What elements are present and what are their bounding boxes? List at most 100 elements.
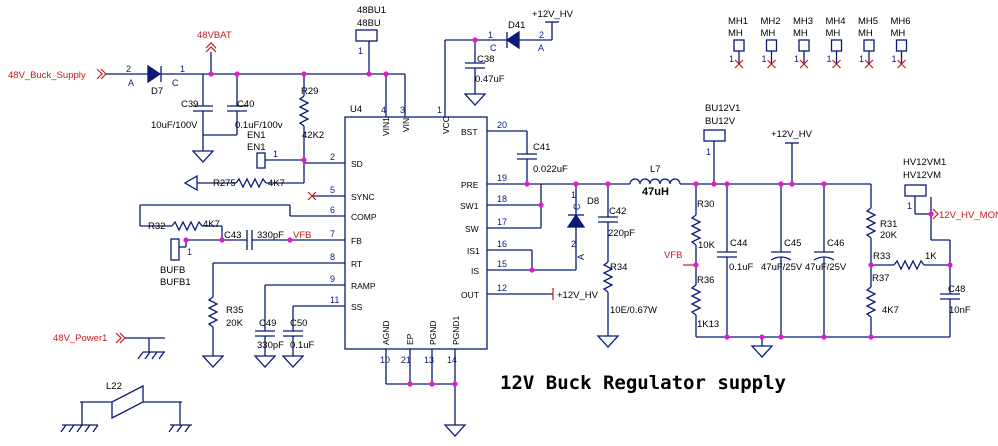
junction-dot	[287, 237, 293, 243]
c40-ref: C40	[237, 99, 254, 110]
resistor-r275: R275 4K7	[197, 177, 304, 189]
pin-name-sync: SYNC	[351, 192, 375, 202]
junction-dot	[693, 262, 699, 268]
junction-dot	[693, 181, 699, 187]
pin-name-pre: PRE	[461, 180, 479, 190]
ground-icon	[750, 345, 774, 358]
d7-label-c: C	[172, 78, 179, 88]
pin-num-sync: 5	[330, 185, 335, 195]
c49-value: 330pF	[257, 340, 284, 351]
junction-dot	[724, 334, 730, 340]
junction-dot	[452, 381, 458, 387]
c46-ref: C46	[827, 238, 844, 249]
offpage-arrow-icon	[115, 332, 126, 344]
r34-value: 10E/0.67W	[610, 305, 657, 316]
mh-value: MH	[728, 28, 743, 39]
c40-value: 0.1uF/100v	[235, 120, 283, 131]
no-connect-icon	[897, 59, 906, 69]
junction-dot	[234, 71, 240, 77]
capacitor-c38: C38 0.47uF	[465, 40, 505, 94]
pin-name-comp: COMP	[351, 212, 377, 222]
junctions	[183, 37, 953, 387]
48bu1-value: 48BU	[357, 18, 381, 29]
testpoint-48bu1: 48BU1 48BU 1	[355, 5, 386, 74]
junction-dot	[301, 71, 307, 77]
hv12vm-value: HV12VM	[903, 170, 941, 181]
junction-dot	[868, 334, 874, 340]
c41-value: 0.022uF	[533, 164, 568, 175]
offpage-arrow-icon	[932, 208, 939, 220]
pin-num-ramp: 9	[330, 274, 335, 284]
d8-label-a: A	[576, 254, 586, 260]
pin-name-ss: SS	[351, 302, 363, 312]
pin-num-rt: 8	[330, 252, 335, 262]
pin-name-vin1: VIN1	[381, 117, 391, 136]
junction-dot	[947, 262, 953, 268]
capacitor-c43: C43 330pF	[224, 230, 290, 250]
capacitor-c45: C45 47uF/25V	[761, 184, 803, 337]
r31-ref: R31	[880, 219, 897, 230]
r37-value: 4K7	[882, 305, 899, 316]
r275-ref: R275	[213, 178, 236, 189]
d41-pin-a: 2	[539, 30, 544, 40]
d41-label-c: C	[490, 43, 497, 53]
ic-bottom-pins: AGND 10 EP 21 PGND 13 PGND1 14	[380, 315, 461, 425]
r33-value: 1K	[925, 251, 937, 262]
net-buck-supply: 48V_Buck_Supply	[8, 70, 86, 81]
r37-ref: R37	[872, 273, 889, 284]
en1-ref: EN1	[247, 130, 265, 141]
pin-num-pgnd1: 14	[447, 355, 457, 365]
ic-left-pins: SD 2 SYNC 5 COMP 6 FB 7 RT 8 RAMP 9 SS 1…	[213, 152, 377, 312]
capacitor-c40: C40 0.1uF/100v	[227, 74, 283, 135]
resistor-r32: R32 4K7	[148, 219, 222, 232]
pin-name-sw1: SW1	[460, 201, 479, 211]
junction-dot	[928, 211, 934, 217]
feedback-section: R32 4K7 C43 330pF VFB BUFB BUFB1 1 R	[139, 204, 314, 368]
pin-num-fb: 7	[330, 229, 335, 239]
d41-label-a: A	[538, 43, 544, 53]
48bu1-pin: 1	[358, 46, 363, 56]
diagram-title: 12V Buck Regulator supply	[500, 372, 786, 394]
junction-dot	[778, 334, 784, 340]
resistor-r31: R31 20K	[865, 184, 898, 265]
mh-pin: 1	[729, 54, 734, 64]
r36-value: 1K13	[697, 319, 719, 330]
mh-value: MH	[891, 28, 906, 39]
bufb-ref: BUFB	[160, 265, 185, 276]
c42-ref: C42	[609, 206, 626, 217]
pin-num-bst: 20	[497, 120, 507, 130]
mh-value: MH	[761, 28, 776, 39]
r30-value: 10K	[698, 240, 716, 251]
net-out-12v: +12V_HV	[557, 290, 599, 301]
c39-ref: C39	[181, 99, 198, 110]
junction-dot	[759, 334, 765, 340]
ground-icon	[191, 150, 215, 163]
resistor-r36: R36 1K13	[690, 275, 719, 337]
junction-dot	[208, 71, 214, 77]
pin-name-pgnd1: PGND1	[451, 315, 461, 345]
pin-name-fb: FB	[351, 236, 362, 246]
mh-pad	[863, 39, 875, 52]
junction-dot	[573, 181, 579, 187]
bufb-value: BUFB1	[160, 277, 191, 288]
pin-name-bst: BST	[461, 127, 478, 137]
mh-ref: MH6	[891, 16, 911, 27]
pin-num-comp: 6	[330, 205, 335, 215]
no-connect-icon	[864, 59, 874, 69]
r29-value: 42K2	[302, 130, 324, 141]
net-hv12-mon: 12V_HV_MON	[939, 210, 998, 221]
r35-value: 20K	[226, 318, 244, 329]
mh-value: MH	[826, 28, 841, 39]
no-connect-icon	[734, 59, 744, 69]
mh-ref: MH2	[761, 16, 781, 27]
resistor-r29: R29 42K2	[298, 74, 324, 163]
pin-name-out: OUT	[461, 290, 479, 300]
inductor-l22: L22	[60, 381, 192, 433]
r30-ref: R30	[697, 199, 714, 210]
capacitor-c41: C41 0.022uF	[517, 131, 568, 184]
48bu1-ref: 48BU1	[357, 5, 386, 16]
